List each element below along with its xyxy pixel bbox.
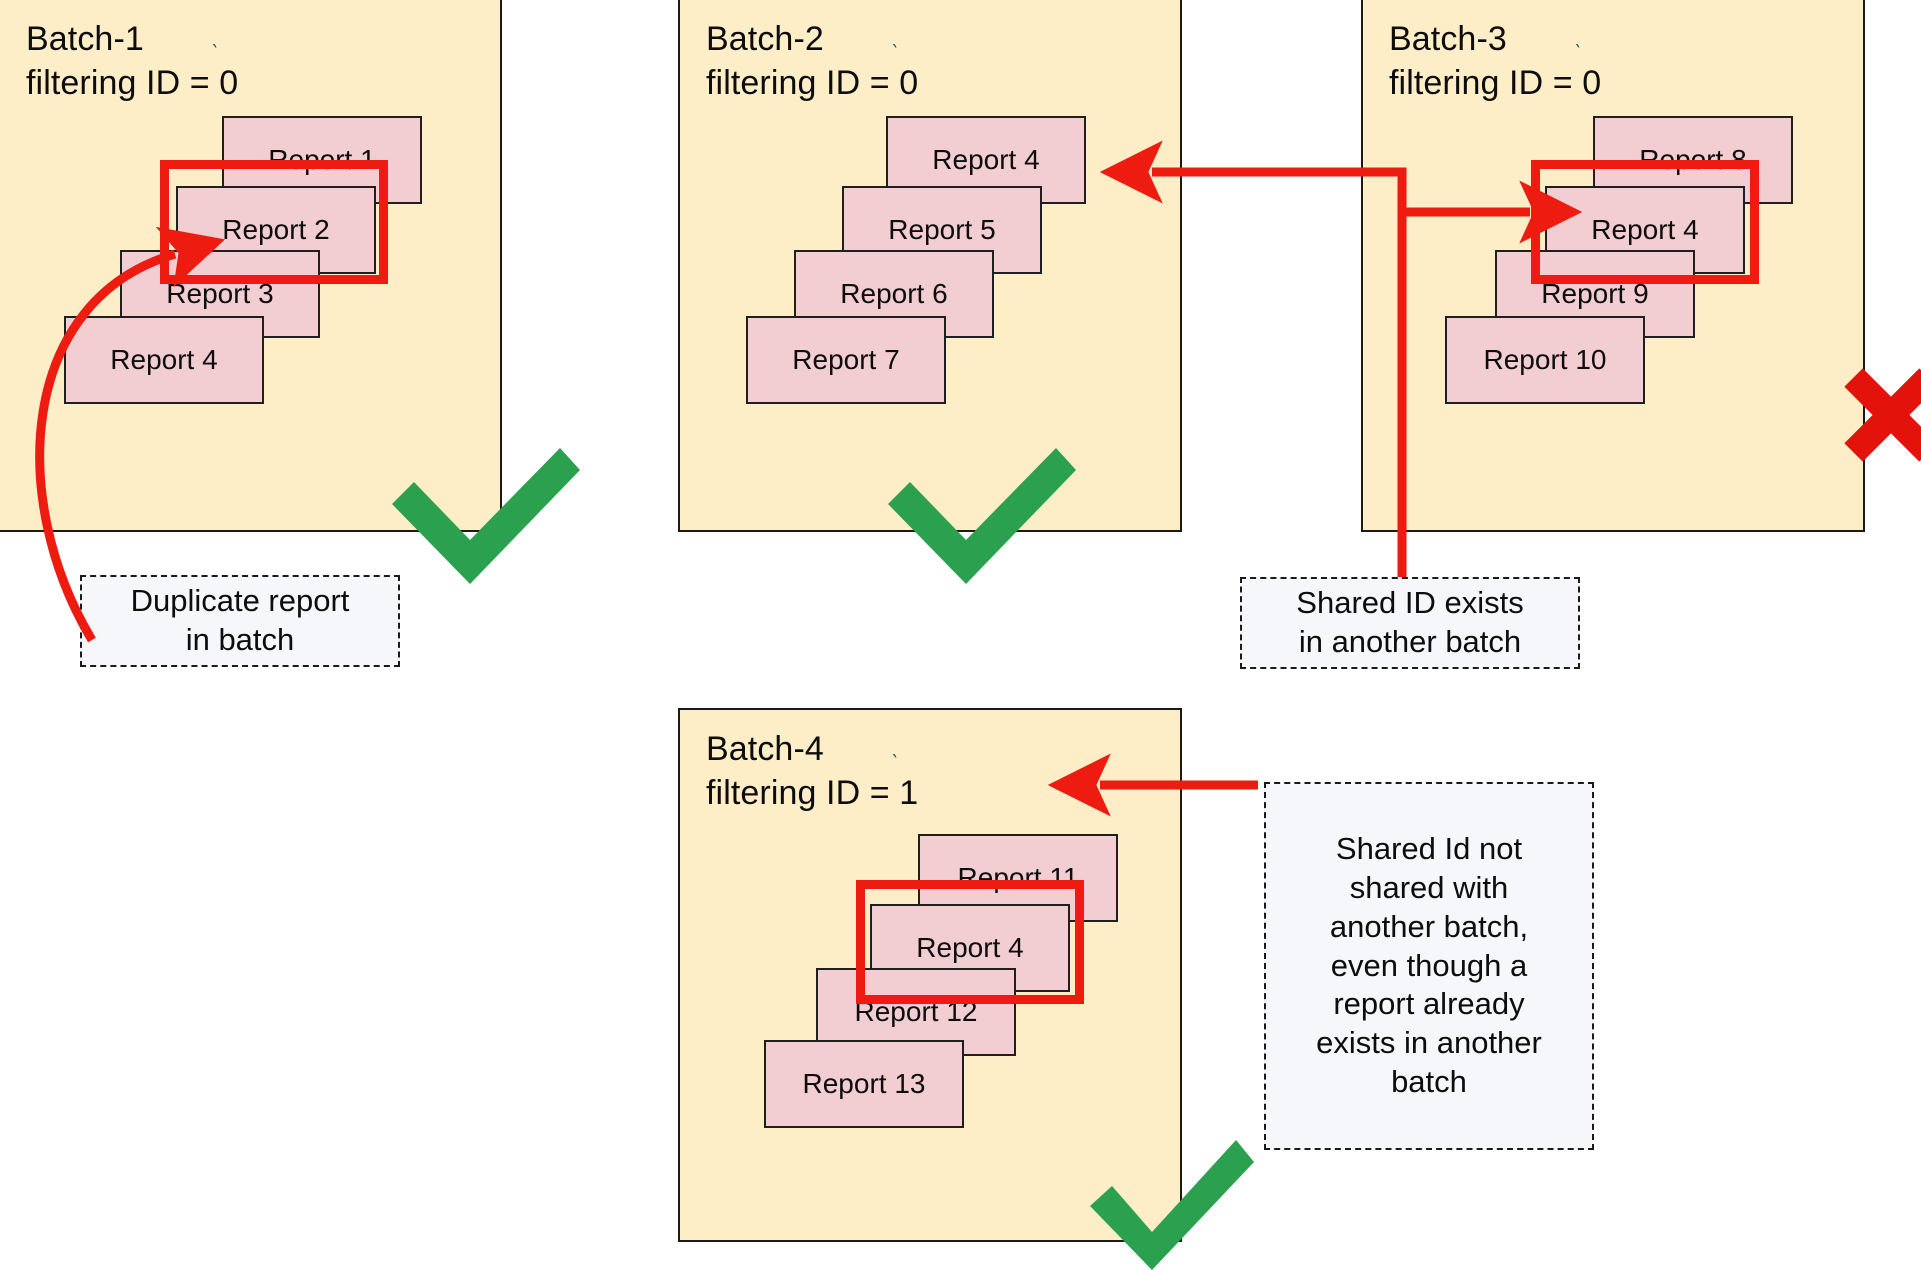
report-label: Report 8 [1639, 144, 1747, 175]
report-label: Report 4 [110, 344, 218, 375]
batch-box-2: Batch-2 filtering ID = 0 ` Report 4 Repo… [678, 0, 1182, 532]
report-label: Report 13 [802, 1068, 926, 1099]
batch-title-1: Batch-1 filtering ID = 0 [26, 20, 239, 102]
batch-title-4: Batch-4 filtering ID = 1 [706, 730, 919, 812]
report-label: Report 2 [222, 214, 330, 245]
report-label: Report 4 [932, 144, 1040, 175]
report-label: Report 1 [268, 144, 376, 175]
report-label: Report 9 [1541, 278, 1649, 309]
batch-box-1: Batch-1 filtering ID = 0 ` Report 1 Repo… [0, 0, 502, 532]
report-label: Report 3 [166, 278, 274, 309]
callout-shared-id-not-shared: Shared Id not shared with another batch,… [1264, 782, 1594, 1150]
callout-shared-id-exists: Shared ID exists in another batch [1240, 577, 1580, 669]
batch-box-3: Batch-3 filtering ID = 0 ` Report 8 Repo… [1361, 0, 1865, 532]
report-card-b4-r4[interactable]: Report 13 [764, 1040, 964, 1128]
report-label: Report 7 [792, 344, 900, 375]
report-label: Report 6 [840, 278, 948, 309]
report-card-b3-r4[interactable]: Report 10 [1445, 316, 1645, 404]
report-label: Report 11 [957, 862, 1079, 893]
batch-title-3: Batch-3 filtering ID = 0 [1389, 20, 1602, 102]
report-label: Report 4 [916, 932, 1024, 963]
report-label: Report 4 [1591, 214, 1699, 245]
batch-box-4: Batch-4 filtering ID = 1 ` Report 11 Rep… [678, 708, 1182, 1242]
report-card-b2-r4[interactable]: Report 7 [746, 316, 946, 404]
report-label: Report 5 [888, 214, 996, 245]
batch-title-2: Batch-2 filtering ID = 0 [706, 20, 919, 102]
report-label: Report 12 [854, 996, 978, 1027]
callout-duplicate-report: Duplicate report in batch [80, 575, 400, 667]
report-label: Report 10 [1483, 344, 1607, 375]
report-card-b1-r4[interactable]: Report 4 [64, 316, 264, 404]
